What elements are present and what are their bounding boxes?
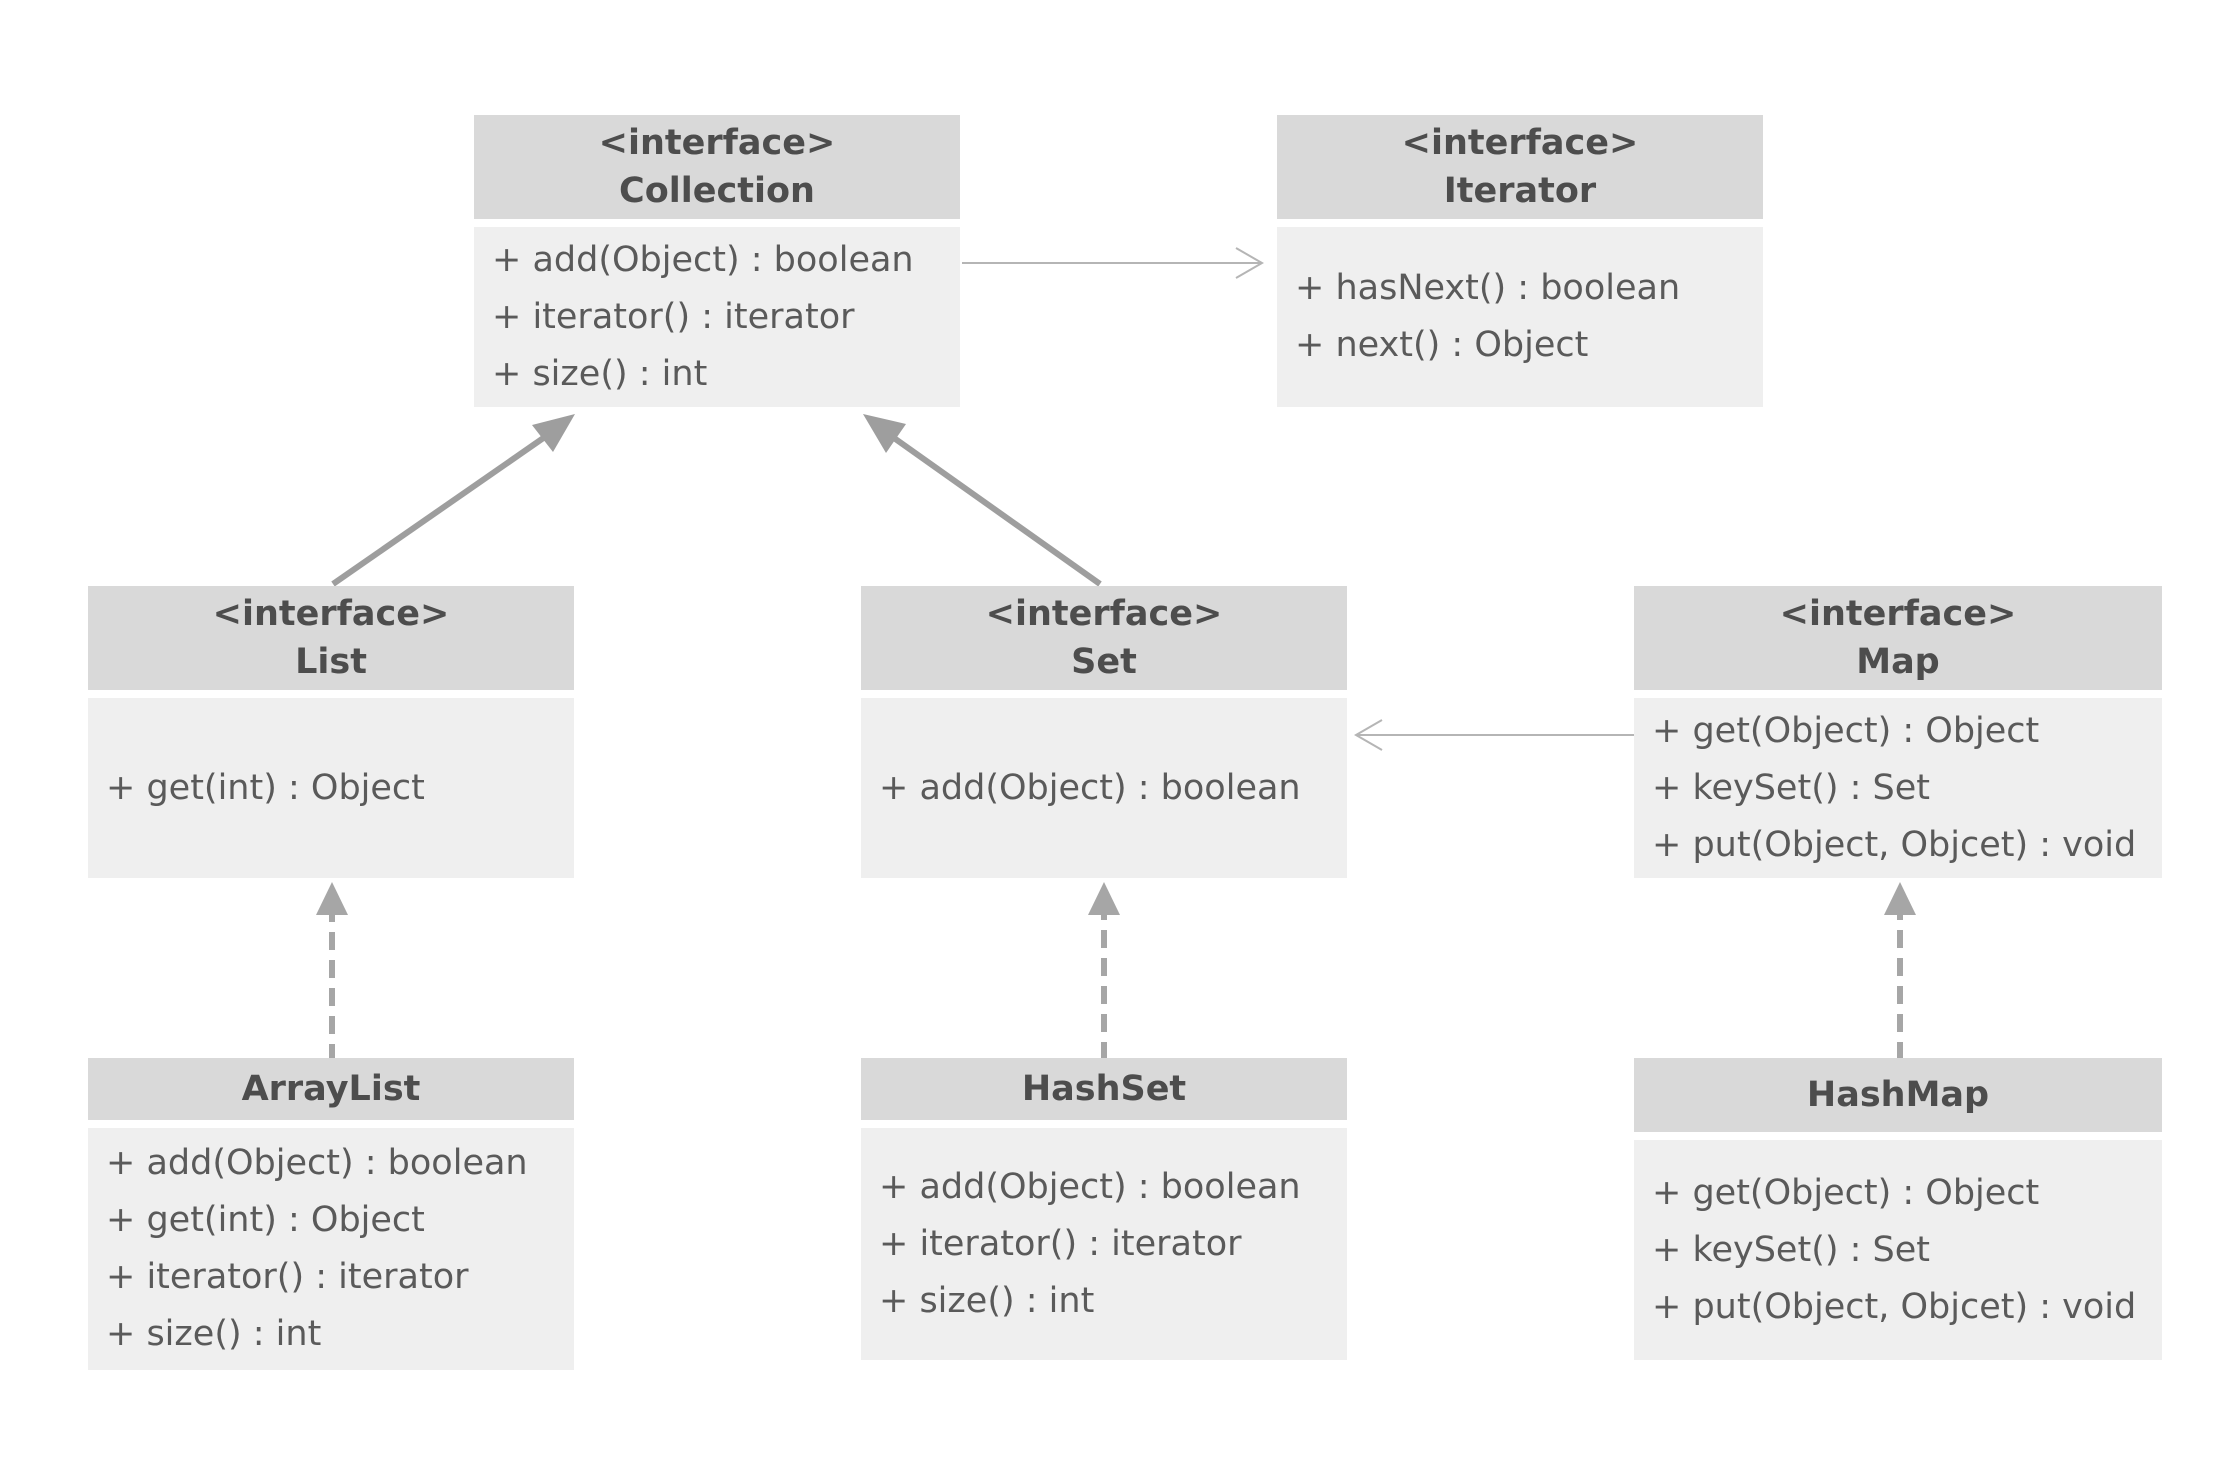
member-item: + get(Object) : Object bbox=[1652, 710, 2040, 751]
box-map: <interface> Map + get(Object) : Object +… bbox=[1634, 586, 2162, 878]
class-name: Iterator bbox=[1443, 171, 1597, 211]
generalization-line bbox=[331, 429, 554, 587]
relation-arraylist-list bbox=[316, 882, 348, 1062]
box-collection-members: + add(Object) : boolean + iterator() : i… bbox=[474, 227, 960, 407]
member-item: + add(Object) : boolean bbox=[106, 1143, 528, 1183]
box-collection-header: <interface> Collection bbox=[474, 115, 960, 219]
member-item: + add(Object) : boolean bbox=[879, 767, 1301, 808]
stereotype-label: <interface> bbox=[1779, 594, 2017, 634]
box-set: <interface> Set + add(Object) : boolean bbox=[861, 586, 1347, 878]
member-item: + put(Object, Objcet) : void bbox=[1652, 1286, 2137, 1327]
relation-collection-iterator bbox=[962, 247, 1265, 279]
open-arrowhead-icon bbox=[1353, 719, 1383, 751]
member-item: + get(int) : Object bbox=[106, 1200, 425, 1240]
box-hashmap-header: HashMap bbox=[1634, 1058, 2162, 1132]
open-arrowhead-icon bbox=[1235, 247, 1265, 279]
filled-arrowhead-icon bbox=[1884, 882, 1916, 915]
box-iterator: <interface> Iterator + hasNext() : boole… bbox=[1277, 115, 1763, 407]
member-item: + iterator() : iterator bbox=[106, 1257, 469, 1297]
class-name: HashMap bbox=[1806, 1075, 1990, 1115]
box-hashset-header: HashSet bbox=[861, 1058, 1347, 1120]
relation-list-collection bbox=[331, 414, 575, 587]
member-item: + get(int) : Object bbox=[106, 767, 425, 808]
filled-arrowhead-icon bbox=[316, 882, 348, 915]
class-name: Collection bbox=[619, 171, 815, 211]
stereotype-label: <interface> bbox=[1401, 123, 1639, 163]
class-name: Map bbox=[1856, 642, 1940, 682]
stereotype-label: <interface> bbox=[598, 123, 836, 163]
box-list: <interface> List + get(int) : Object bbox=[88, 586, 574, 878]
box-set-header: <interface> Set bbox=[861, 586, 1347, 690]
box-map-members: + get(Object) : Object + keySet() : Set … bbox=[1634, 698, 2162, 878]
class-name: HashSet bbox=[1021, 1069, 1187, 1109]
box-list-members: + get(int) : Object bbox=[88, 698, 574, 878]
member-item: + get(Object) : Object bbox=[1652, 1172, 2040, 1213]
box-map-header: <interface> Map bbox=[1634, 586, 2162, 690]
filled-arrowhead-icon bbox=[863, 414, 906, 453]
stereotype-label: <interface> bbox=[212, 594, 450, 634]
generalization-line bbox=[885, 430, 1102, 587]
box-arraylist: ArrayList + add(Object) : boolean + get(… bbox=[88, 1058, 574, 1370]
member-item: + add(Object) : boolean bbox=[492, 239, 914, 280]
member-item: + keySet() : Set bbox=[1652, 767, 1931, 808]
relation-hashset-set bbox=[1088, 882, 1120, 1060]
box-collection: <interface> Collection + add(Object) : b… bbox=[474, 115, 960, 407]
member-item: + next() : Object bbox=[1295, 325, 1589, 365]
stereotype-label: <interface> bbox=[985, 594, 1223, 634]
box-list-header: <interface> List bbox=[88, 586, 574, 690]
box-arraylist-header: ArrayList bbox=[88, 1058, 574, 1120]
box-iterator-members: + hasNext() : boolean + next() : Object bbox=[1277, 227, 1763, 407]
box-set-members: + add(Object) : boolean bbox=[861, 698, 1347, 878]
member-item: + size() : int bbox=[106, 1314, 322, 1354]
member-item: + iterator() : iterator bbox=[879, 1223, 1242, 1264]
box-hashmap: HashMap + get(Object) : Object + keySet(… bbox=[1634, 1058, 2162, 1360]
member-item: + iterator() : iterator bbox=[492, 296, 855, 337]
member-item: + add(Object) : boolean bbox=[879, 1166, 1301, 1207]
box-iterator-header: <interface> Iterator bbox=[1277, 115, 1763, 219]
box-hashset: HashSet + add(Object) : boolean + iterat… bbox=[861, 1058, 1347, 1360]
relation-set-collection bbox=[863, 414, 1102, 587]
member-item: + size() : int bbox=[879, 1280, 1095, 1321]
member-item: + put(Object, Objcet) : void bbox=[1652, 824, 2137, 865]
member-item: + hasNext() : boolean bbox=[1295, 268, 1681, 308]
member-item: + size() : int bbox=[492, 353, 708, 394]
relation-hashmap-map bbox=[1884, 882, 1916, 1060]
class-name: Set bbox=[1071, 642, 1137, 682]
class-name: List bbox=[295, 642, 367, 682]
box-hashset-members: + add(Object) : boolean + iterator() : i… bbox=[861, 1128, 1347, 1360]
box-arraylist-members: + add(Object) : boolean + get(int) : Obj… bbox=[88, 1128, 574, 1370]
class-name: ArrayList bbox=[241, 1069, 421, 1109]
filled-arrowhead-icon bbox=[1088, 882, 1120, 915]
relation-map-set bbox=[1353, 719, 1634, 751]
filled-arrowhead-icon bbox=[532, 414, 575, 452]
box-hashmap-members: + get(Object) : Object + keySet() : Set … bbox=[1634, 1140, 2162, 1360]
member-item: + keySet() : Set bbox=[1652, 1229, 1931, 1270]
